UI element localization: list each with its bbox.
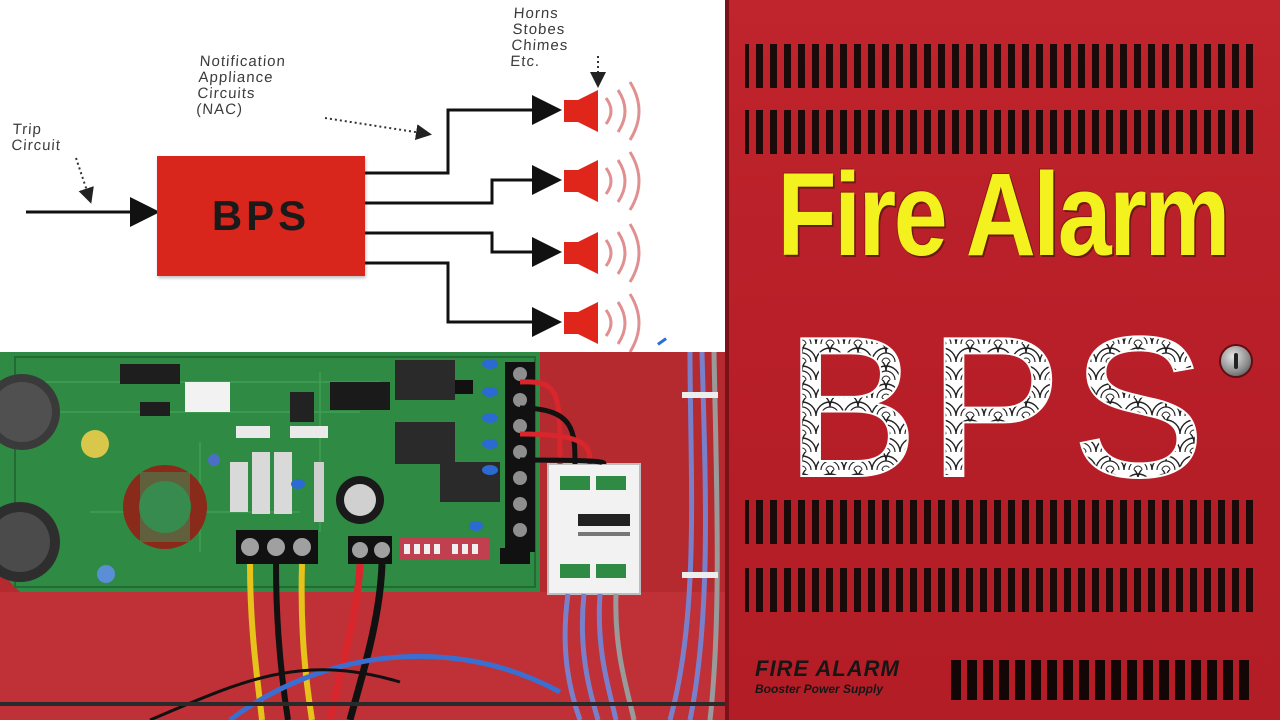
nac-line-4-label: (NAC)	[195, 101, 244, 118]
trip-circuit-label: Trip Circuit	[10, 121, 123, 154]
headline-title: Fire Alarm	[738, 130, 1268, 300]
trip-pointer	[75, 157, 94, 204]
horns-line-4: Etc.	[509, 53, 541, 70]
nac-label: Notification Appliance Circuits (NAC)	[195, 53, 400, 118]
speaker-icon	[564, 151, 641, 211]
nac-pointer	[324, 117, 432, 141]
appliances-label: Horns Stobes Chimes Etc.	[509, 5, 654, 70]
nac-line-4	[365, 261, 562, 337]
trip-line-2: Circuit	[10, 137, 62, 154]
nac-line-3-label: Circuits	[196, 85, 257, 102]
lock-icon[interactable]	[1221, 346, 1251, 376]
nac-line-1-label: Notification	[199, 53, 287, 70]
nac-line-3	[365, 231, 562, 267]
speaker-icon	[564, 293, 641, 352]
fire-alarm-cabinet: FIRE ALARM Booster Power Supply	[725, 0, 1280, 720]
brand-name: FIRE ALARM	[755, 656, 900, 681]
board-illustration	[0, 352, 733, 720]
bps-big-title: BPS	[784, 326, 1215, 496]
headline-title-text: Fire Alarm	[777, 149, 1231, 281]
speaker-icon	[564, 223, 641, 283]
bps-block-label: BPS	[211, 192, 311, 239]
nac-diagram: Trip Circuit Notification Appliance Circ…	[0, 0, 725, 352]
cabinet-vents	[725, 0, 1255, 720]
trip-line-1: Trip	[12, 121, 43, 138]
speaker-icon	[564, 81, 641, 141]
cabinet-brand-label: FIRE ALARM Booster Power Supply	[755, 656, 975, 697]
brand-subtitle: Booster Power Supply	[755, 682, 884, 696]
board-bottom-edge	[0, 702, 733, 706]
horns-line-2: Stobes	[512, 21, 566, 38]
diagram-lines	[26, 56, 641, 352]
horns-line-3: Chimes	[510, 37, 569, 54]
circuit-board-photo	[0, 352, 733, 720]
bps-big-text: BPS	[785, 326, 1215, 496]
nac-line-2-label: Appliance	[198, 69, 275, 86]
nac-line-2	[365, 165, 562, 205]
nac-line-1	[365, 95, 562, 175]
bps-block: BPS	[157, 156, 365, 276]
horns-line-1: Horns	[513, 5, 560, 22]
